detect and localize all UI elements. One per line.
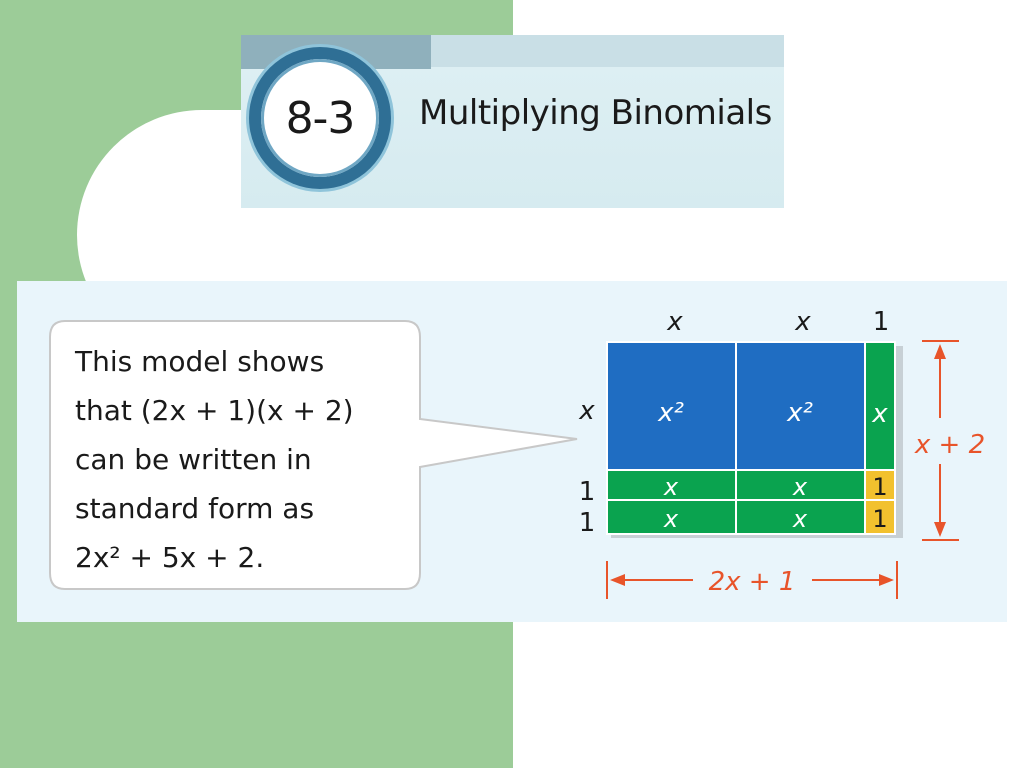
model-panel: This model shows that (2x + 1)(x + 2) ca… (17, 281, 1007, 622)
bottom-dimension-marker (606, 561, 898, 599)
bottom-dimension-label: 2x + 1 (709, 567, 796, 597)
x-tile-label: x (792, 473, 808, 501)
x-tile-vertical (864, 341, 896, 471)
left-label-1a: 1 (579, 477, 596, 507)
left-label-1b: 1 (579, 508, 596, 538)
x-tile-label: x (663, 505, 679, 533)
callout-line: can be written in (75, 443, 312, 476)
x-squared-tile-label: x² (657, 398, 684, 428)
x-tile-label: x (663, 473, 679, 501)
algebra-tile-model: x x 1 x 1 1 x² x² x x x 1 x x 1 (578, 307, 985, 599)
x-tile-label: x (792, 505, 808, 533)
callout-line: 2x² + 5x + 2. (75, 541, 265, 574)
right-dimension-label: x + 2 (914, 430, 985, 460)
top-label-x1: x (666, 307, 683, 337)
one-tile-label: 1 (872, 505, 887, 533)
lesson-number-badge-inner: 8-3 (261, 59, 379, 177)
speech-bubble-shape (49, 320, 578, 590)
x-tile-horizontal (735, 499, 866, 535)
callout-line: standard form as (75, 492, 315, 525)
lesson-title: Multiplying Binomials (419, 93, 772, 133)
x-squared-tile (735, 341, 866, 471)
right-dimension-marker (922, 340, 959, 541)
lesson-number: 8-3 (285, 92, 356, 144)
left-label-x: x (578, 396, 595, 426)
x-tile-label: x (871, 399, 888, 429)
callout-text: This model shows that (2x + 1)(x + 2) ca… (75, 337, 415, 582)
top-label-x2: x (794, 307, 811, 337)
x-tile-horizontal (606, 499, 737, 535)
x-squared-tile-label: x² (786, 398, 813, 428)
x-squared-tile (606, 341, 737, 471)
callout-line: that (2x + 1)(x + 2) (75, 394, 354, 427)
one-tile-label: 1 (872, 473, 887, 501)
lesson-banner: 8-3 Multiplying Binomials (241, 35, 784, 208)
top-label-1: 1 (873, 307, 890, 337)
one-tile (864, 469, 896, 501)
speech-bubble (49, 320, 578, 590)
x-tile-horizontal (606, 469, 737, 501)
callout-line: This model shows (75, 345, 325, 378)
lesson-number-badge: 8-3 (249, 47, 391, 189)
one-tile (864, 499, 896, 535)
